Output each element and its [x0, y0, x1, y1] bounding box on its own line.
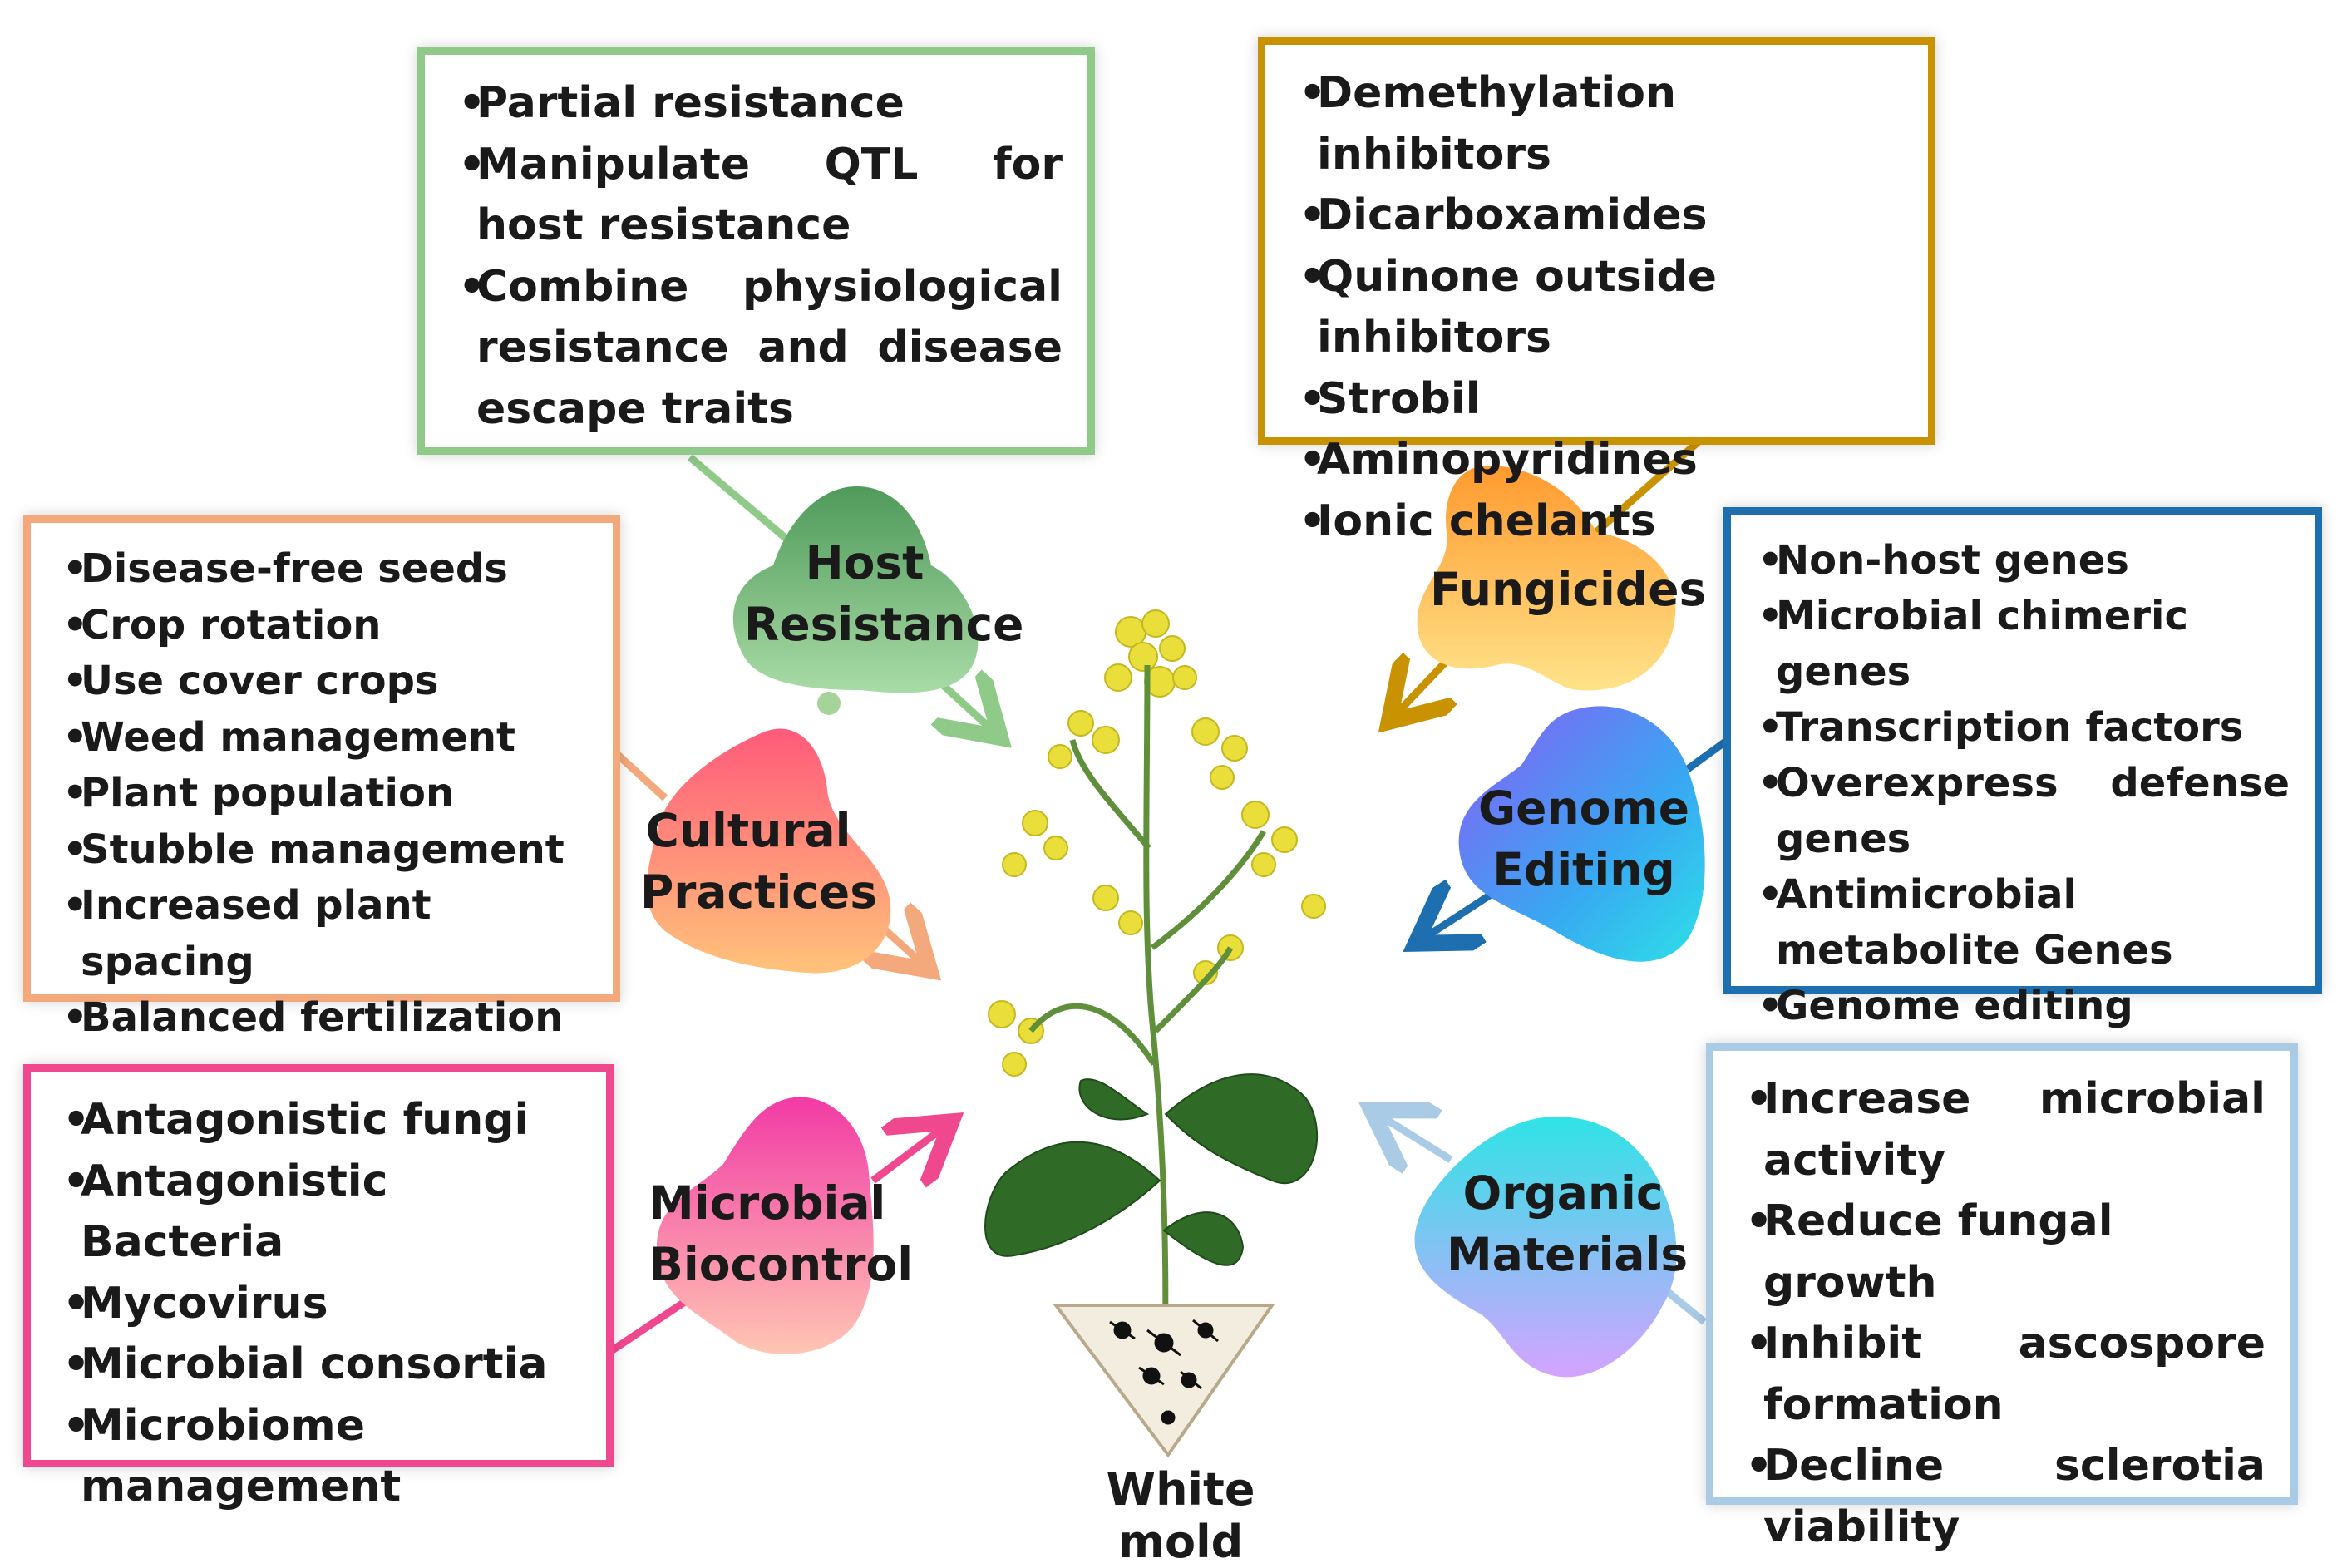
flower-clusters	[988, 609, 1326, 1077]
microbial-biocontrol-box: Antagonistic fungi Antagonistic Bacteria…	[23, 1064, 614, 1511]
list-item: Manipulate QTL for host resistance	[458, 135, 1063, 257]
hub-fungicides-line1: Fungicides	[1430, 563, 1707, 616]
list-item: Antimicrobial metabolite Genes	[1758, 867, 2290, 979]
host-resistance-blob	[732, 486, 979, 693]
hub-organic-line2: Materials	[1447, 1228, 1689, 1281]
list-item: Use cover crops	[62, 653, 592, 710]
list-item: Reduce fungal growth	[1745, 1191, 2266, 1314]
list-item: Overexpress defense genes	[1758, 756, 2290, 867]
soil-cone	[1053, 1304, 1275, 1458]
list-item: Dicarboxamides	[1299, 185, 1903, 247]
plant-stems	[1028, 664, 1267, 1398]
white-mold-label: White mold	[1106, 1463, 1255, 1568]
host-resistance-box: Partial resistance Manipulate QTL for ho…	[417, 47, 1095, 455]
host-connector	[688, 454, 989, 727]
hub-genome-line2: Editing	[1492, 843, 1675, 896]
hub-cultural-line2: Practices	[640, 865, 877, 919]
organic-materials-box: Increase microbial activity Reduce funga…	[1706, 1043, 2298, 1552]
list-item: Stubble management	[62, 822, 592, 879]
list-item: Quinone outside inhibitors	[1299, 247, 1903, 369]
genome-editing-list: Non-host genes Microbial chimeric genes …	[1758, 533, 2290, 1034]
hub-organic-materials: Organic Materials	[1447, 1162, 1689, 1285]
plant-leaves	[984, 1073, 1318, 1266]
hub-organic-line1: Organic	[1462, 1166, 1664, 1220]
list-item: Demethylation inhibitors	[1299, 63, 1903, 185]
list-item: Transcription factors	[1758, 700, 2290, 756]
host-resistance-list: Partial resistance Manipulate QTL for ho…	[458, 73, 1063, 440]
list-item: Microbial consortia	[62, 1334, 585, 1396]
list-item: Ionic chelants	[1299, 491, 1903, 553]
genome-editing-blob	[1458, 706, 1705, 962]
list-item: Microbial chimeric genes	[1758, 589, 2290, 700]
hub-genome-editing: Genome Editing	[1472, 777, 1696, 900]
hub-microbial-line1: Microbial	[648, 1176, 886, 1230]
organic-materials-list: Increase microbial activity Reduce funga…	[1745, 1069, 2266, 1558]
hub-microbial-line2: Biocontrol	[648, 1238, 914, 1291]
list-item: Inhibit ascospore formation	[1745, 1314, 2266, 1436]
list-item: Antagonistic fungi	[62, 1090, 585, 1151]
list-item: Plant population	[62, 766, 592, 822]
list-item: Decline sclerotia viability	[1745, 1436, 2266, 1558]
microbial-biocontrol-list: Antagonistic fungi Antagonistic Bacteria…	[62, 1090, 585, 1518]
plant-illustration	[984, 609, 1326, 1458]
organic-materials-blob	[1414, 1117, 1677, 1378]
hub-host-line2: Resistance	[744, 598, 1024, 651]
list-item: Combine physiological resistance and dis…	[458, 257, 1063, 441]
list-item: Increased plant spacing	[62, 878, 592, 990]
cultural-practices-box: Disease-free seeds Crop rotation Use cov…	[23, 515, 620, 1046]
hub-host-resistance: Host Resistance	[744, 532, 1024, 655]
list-item: Microbiome management	[62, 1396, 401, 1518]
list-item: Weed management	[62, 710, 592, 767]
list-item: Partial resistance	[458, 73, 1063, 135]
hub-cultural-line1: Cultural	[645, 804, 851, 857]
list-item: Mycovirus	[62, 1274, 585, 1335]
list-item: Strobil	[1299, 369, 1903, 431]
list-item: Aminopyridines	[1299, 430, 1903, 491]
hub-fungicides: Fungicides	[1430, 559, 1707, 620]
genome-editing-box: Non-host genes Microbial chimeric genes …	[1723, 507, 2322, 1034]
hub-microbial-biocontrol: Microbial Biocontrol	[648, 1172, 914, 1295]
hub-host-line1: Host	[805, 536, 925, 589]
hub-genome-line1: Genome	[1478, 782, 1689, 835]
microbial-biocontrol-blob	[657, 1097, 874, 1354]
hub-cultural-practices: Cultural Practices	[640, 800, 877, 923]
list-item: Crop rotation	[62, 598, 592, 654]
fungicides-box: Demethylation inhibitors Dicarboxamides …	[1258, 37, 1935, 552]
list-item: Increase microbial activity	[1745, 1069, 2266, 1191]
cultural-practices-blob	[647, 728, 891, 974]
cultural-practices-list: Disease-free seeds Crop rotation Use cov…	[62, 541, 592, 1047]
fungicides-list: Demethylation inhibitors Dicarboxamides …	[1299, 63, 1903, 552]
list-item: Antagonistic Bacteria	[62, 1151, 585, 1274]
list-item: Genome editing	[1758, 979, 2290, 1034]
connector-layer	[609, 433, 1736, 1378]
list-item: Non-host genes	[1758, 533, 2290, 589]
list-item: Disease-free seeds	[62, 541, 592, 598]
list-item: Balanced fertilization	[62, 990, 592, 1047]
